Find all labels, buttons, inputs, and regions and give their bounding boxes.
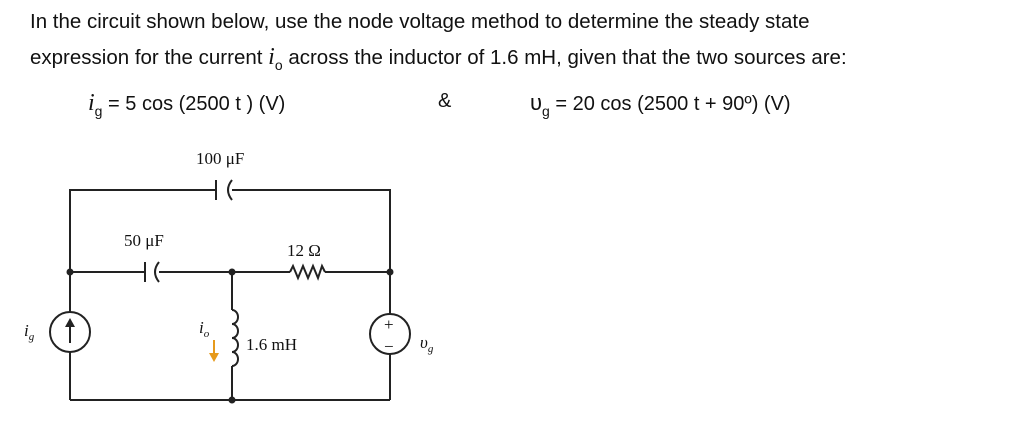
label-50uf: 50 μF xyxy=(124,231,164,250)
vg-expression: = 20 cos (2500 t + 90º) (V) xyxy=(549,93,791,115)
label-ig-sub: g xyxy=(29,331,35,343)
current-source-ig xyxy=(49,311,91,353)
io-subscript: o xyxy=(274,57,283,73)
wire-top-left xyxy=(69,189,216,272)
label-io: io xyxy=(199,318,210,340)
ig-equation: ig = 5 cos (2500 t ) (V) xyxy=(88,90,285,119)
label-1-6mh: 1.6 mH xyxy=(246,335,297,354)
vg-plus-sign: + xyxy=(384,315,394,334)
node-right xyxy=(386,268,394,276)
vg-equation: υg = 20 cos (2500 t + 90º) (V) xyxy=(530,90,791,119)
voltage-source-vg xyxy=(369,313,411,355)
question-line-1: In the circuit shown below, use the node… xyxy=(30,10,810,33)
label-vg-sym: υ xyxy=(420,333,428,352)
io-arrow-icon xyxy=(209,340,219,362)
label-ig: ig xyxy=(24,321,35,343)
ig-expression: = 5 cos (2500 t ) (V) xyxy=(102,93,286,115)
question-text-a: expression for the current xyxy=(30,46,269,69)
inductor-coil xyxy=(231,309,239,367)
label-ig-sym: i xyxy=(24,321,29,340)
vg-subscript: g xyxy=(542,103,550,119)
node-bottom xyxy=(228,396,236,404)
vg-minus-sign: − xyxy=(384,337,394,356)
label-12ohm: 12 Ω xyxy=(287,241,321,260)
label-io-sym: i xyxy=(199,318,204,337)
arrow-up-icon xyxy=(65,318,75,327)
node-left xyxy=(66,268,74,276)
nodes xyxy=(66,268,394,404)
question-line-2: expression for the current io across the… xyxy=(30,44,847,73)
wire-top-right xyxy=(232,189,391,272)
label-vg: υg xyxy=(420,333,434,355)
node-center xyxy=(228,268,236,276)
label-vg-sub: g xyxy=(428,343,434,355)
ig-subscript: g xyxy=(94,103,103,119)
label-io-sub: o xyxy=(204,328,210,340)
label-100uf: 100 μF xyxy=(196,149,244,168)
resistor-12ohm xyxy=(289,263,326,281)
wires xyxy=(69,189,391,401)
ampersand: & xyxy=(438,90,452,112)
io-symbol: i xyxy=(268,44,275,70)
ig-symbol: i xyxy=(88,90,95,116)
capacitor-100uf xyxy=(215,179,233,201)
vg-symbol: υ xyxy=(530,90,543,115)
capacitor-50uf xyxy=(144,261,160,283)
question-text-b: across the inductor of 1.6 mH, given tha… xyxy=(282,46,847,69)
